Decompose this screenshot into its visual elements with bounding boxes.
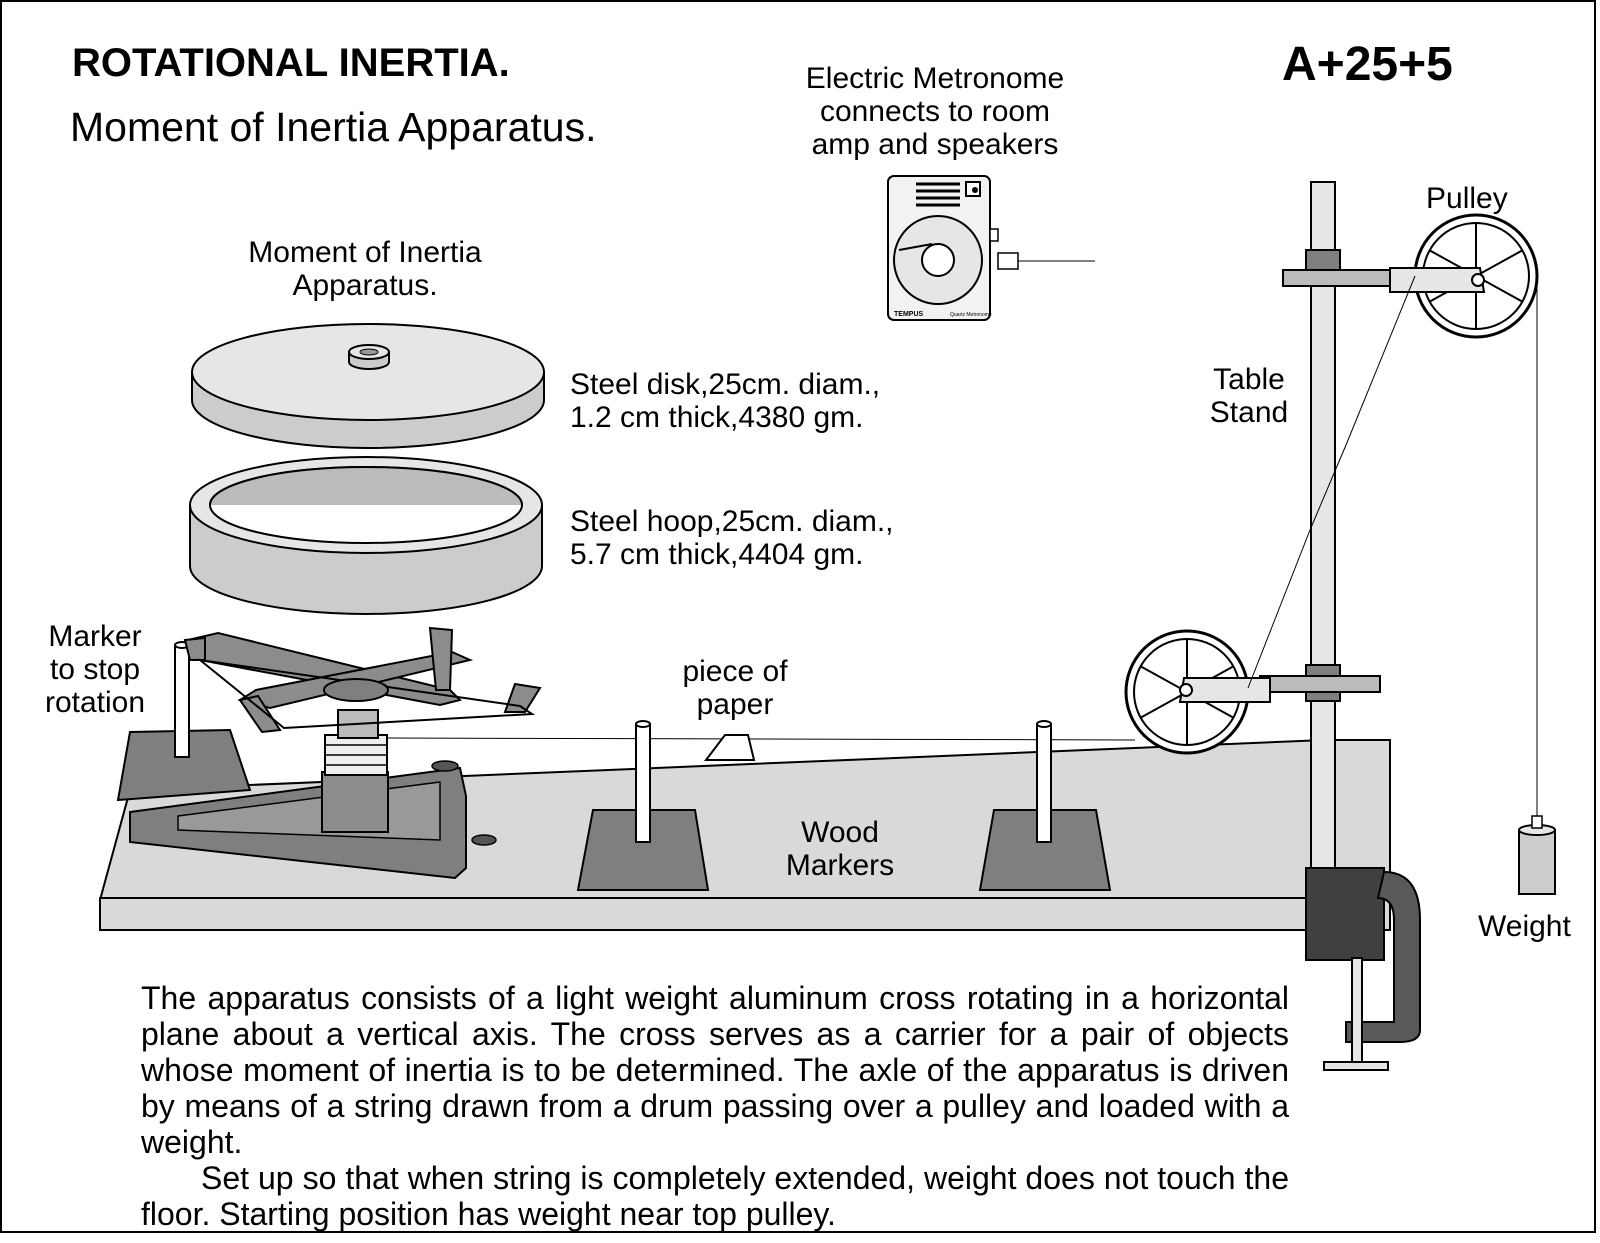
hoop-label-line-1: Steel hoop,25cm. diam., [570,505,894,538]
disk-label-line-1: Steel disk,25cm. diam., [570,368,881,401]
wood-marker-1 [576,720,710,891]
description-paragraph-2: Set up so that when string is completely… [141,1160,1289,1232]
metronome: TEMPUS Quartz Metronome [887,175,1095,321]
apparatus-label-line-1: Moment of Inertia [248,236,482,269]
hoop-label-line-2: 5.7 cm thick,4404 gm. [570,538,864,571]
apparatus-label-line-2: Apparatus. [292,269,438,302]
disk-label-line-2: 1.2 cm thick,4380 gm. [570,401,864,434]
metronome-label-line-3: amp and speakers [811,128,1059,161]
weight-label: Weight [1478,910,1571,943]
paper-label: piece of paper [655,655,815,721]
stop-marker [116,641,252,802]
stand-label-line-1: Table [1213,363,1285,396]
page-title: ROTATIONAL INERTIA. [72,41,510,85]
description: The apparatus consists of a light weight… [141,980,1289,1232]
c-clamp [1305,867,1421,1071]
wood-marker-2 [978,720,1112,891]
marker-label-line-2: to stop [49,653,141,686]
marker-label-line-1: Marker [48,620,142,653]
paper-label-line-1: piece of [682,655,788,688]
page-subtitle: Moment of Inertia Apparatus. [70,104,597,150]
stand-label-line-2: Stand [1209,396,1289,429]
pulley-label: Pulley [1426,182,1508,215]
metronome-label: Electric Metronome connects to room amp … [770,62,1100,161]
marker-label: Marker to stop rotation [30,620,160,719]
paper-label-line-2: paper [696,688,774,721]
description-paragraph-1: The apparatus consists of a light weight… [141,980,1289,1160]
marker-label-line-3: rotation [44,686,146,719]
steel-hoop [189,456,543,615]
steel-disk [191,323,545,449]
axle-drum [324,709,388,776]
aluminum-cross [183,626,542,734]
apparatus-label: Moment of Inertia Apparatus. [200,236,530,302]
drive-string [386,737,1136,741]
metronome-model: Quartz Metronome [950,312,992,318]
hanging-weight [1518,815,1556,895]
metronome-brand: TEMPUS [894,311,924,318]
wood-label-line-2: Markers [785,849,895,882]
upper-pulley [1282,213,1539,830]
lower-pulley [1124,444,1381,755]
steel-disk-label: Steel disk,25cm. diam., 1.2 cm thick,438… [570,368,880,434]
steel-hoop-label: Steel hoop,25cm. diam., 5.7 cm thick,440… [570,505,894,571]
paper-piece [703,734,756,761]
metronome-label-line-2: connects to room [819,95,1051,128]
catalog-code: A+25+5 [1282,38,1453,91]
metronome-label-line-1: Electric Metronome [805,62,1065,95]
table-stand-label: Table Stand [1184,363,1314,429]
apparatus-base [129,760,497,880]
wood-markers-label: Wood Markers [760,816,920,882]
wood-label-line-1: Wood [801,816,879,849]
